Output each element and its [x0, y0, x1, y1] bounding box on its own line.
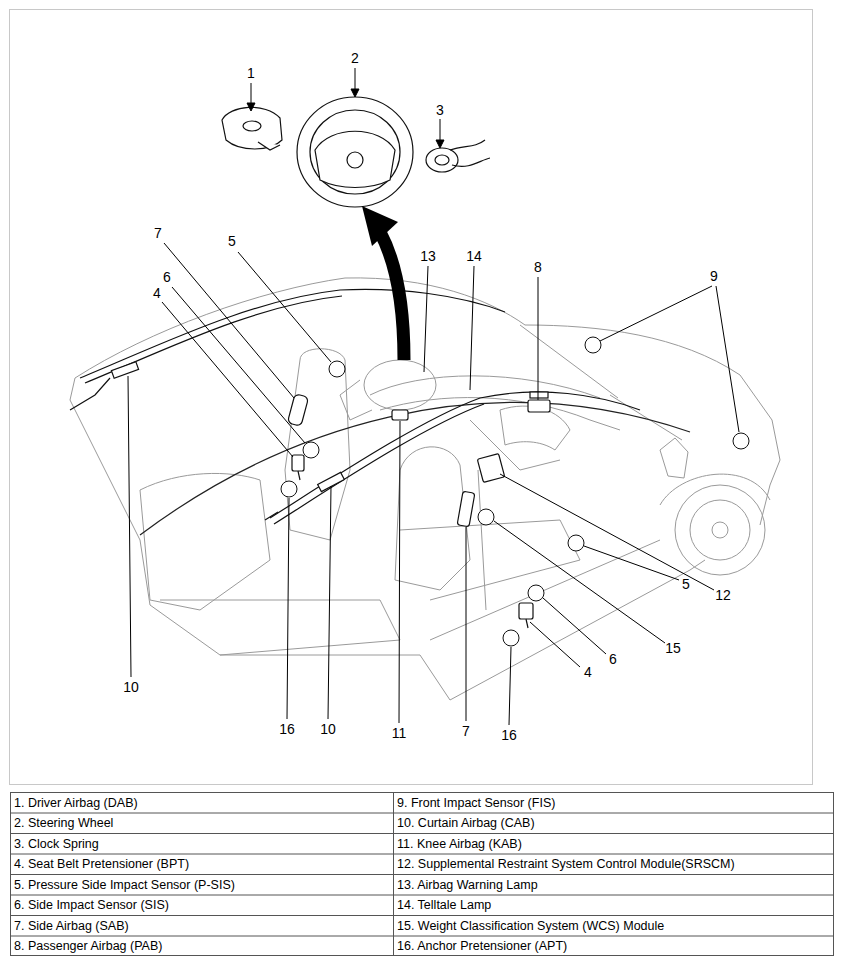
- picture-frame: [10, 10, 813, 785]
- table-cell: 9. Front Impact Sensor (FIS): [397, 795, 555, 812]
- leader-line: [128, 68, 739, 725]
- curtain-airbag: [70, 289, 640, 524]
- callout-number: 5: [682, 576, 690, 592]
- table-cell: 1. Driver Airbag (DAB): [14, 795, 138, 812]
- table-cell: 11. Knee Airbag (KAB): [397, 836, 522, 853]
- callout-number: 9: [710, 268, 718, 284]
- pointer-arrow: [362, 206, 404, 360]
- callout-number: 7: [154, 225, 162, 241]
- table-cell: 16. Anchor Pretensioner (APT): [397, 938, 567, 955]
- table-cell: 10. Curtain Airbag (CAB): [397, 815, 535, 832]
- callout-number: 2: [351, 50, 359, 66]
- callout-number: 16: [279, 721, 295, 737]
- callout-number: 8: [534, 259, 542, 275]
- callout-number: 4: [584, 664, 592, 680]
- callout-number: 3: [436, 102, 444, 118]
- legend-table: [11, 793, 834, 956]
- callout-number: 15: [665, 640, 681, 656]
- table-cell: 6. Side Impact Sensor (SIS): [14, 897, 169, 914]
- callout-number: 6: [163, 269, 171, 285]
- callout-number: 4: [153, 285, 161, 301]
- table-cell: 15. Weight Classification System (WCS) M…: [397, 918, 664, 935]
- callout-number: 1: [247, 65, 255, 81]
- table-cell: 12. Supplemental Restraint System Contro…: [397, 856, 735, 873]
- sensor-circle: [281, 337, 749, 646]
- callout-number: 12: [715, 587, 731, 603]
- roof-line: [140, 403, 690, 535]
- table-cell: 5. Pressure Side Impact Sensor (P-SIS): [14, 877, 235, 894]
- table-cell: 7. Side Airbag (SAB): [14, 918, 129, 935]
- table-cell: 4. Seat Belt Pretensioner (BPT): [14, 856, 189, 873]
- callout-number: 10: [320, 721, 336, 737]
- airbag-components: [222, 97, 550, 628]
- table-cell: 8. Passenger Airbag (PAB): [14, 938, 162, 955]
- callout-number: 16: [501, 727, 517, 743]
- callout-number: 7: [462, 723, 470, 739]
- callout-number: 14: [466, 248, 482, 264]
- table-cell: 14. Telltale Lamp: [397, 897, 491, 914]
- table-cell: 3. Clock Spring: [14, 836, 99, 853]
- callout-number: 5: [228, 233, 236, 249]
- table-cell: 13. Airbag Warning Lamp: [397, 877, 538, 894]
- table-cell: 2. Steering Wheel: [14, 815, 113, 832]
- callout-number: 13: [420, 248, 436, 264]
- callout-number: 10: [123, 679, 139, 695]
- callout-number: 6: [609, 651, 617, 667]
- callout-number: 11: [392, 725, 407, 741]
